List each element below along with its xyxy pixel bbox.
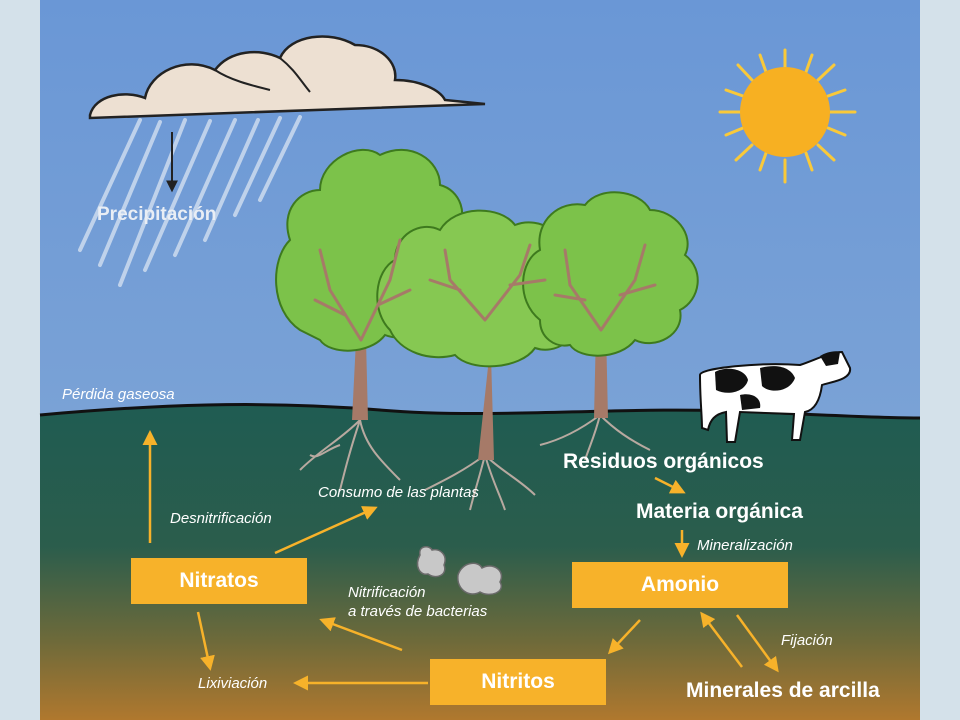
tree-canopies	[275, 148, 699, 368]
box-ammonium: Amonio	[572, 562, 788, 608]
label-nitrification-line2: a través de bacterias	[348, 603, 488, 620]
label-organic-matter: Materia orgánica	[636, 500, 803, 523]
arrow-ammonium-nitrites	[607, 619, 641, 655]
label-clay-minerals: Minerales de arcilla	[686, 679, 880, 702]
cloud-icon	[88, 35, 486, 120]
label-leaching: Lixiviación	[198, 675, 268, 692]
label-precipitation: Precipitación	[97, 204, 217, 225]
label-nitrification-line1: Nitrificación	[348, 584, 426, 601]
rain-streaks	[78, 115, 302, 287]
soil-particles	[416, 545, 503, 596]
label-nitrification: Nitrificación a través de bacterias	[348, 583, 487, 621]
sun-icon	[718, 48, 857, 184]
label-denitrification: Desnitrificación	[170, 510, 272, 527]
label-organic-residues: Residuos orgánicos	[563, 450, 764, 473]
cycle-arrows	[142, 430, 779, 691]
arrow-leaching-nitrates	[196, 611, 215, 671]
label-gas-loss: Pérdida gaseosa	[62, 386, 175, 403]
soil	[40, 404, 920, 720]
box-nitrites: Nitritos	[430, 659, 606, 705]
arrow-plant-uptake	[274, 506, 378, 555]
arrow-residues	[654, 476, 686, 494]
arrow-nitrification	[319, 617, 403, 652]
cow-icon	[698, 350, 852, 443]
box-nitrates: Nitratos	[131, 558, 307, 604]
label-mineralization: Mineralización	[697, 537, 793, 554]
ground-line	[39, 403, 921, 420]
arrow-fixation-up	[700, 611, 743, 668]
label-plant-uptake: Consumo de las plantas	[318, 484, 479, 501]
arrow-fixation-down	[735, 614, 779, 673]
tree-branches	[313, 238, 657, 342]
label-fixation: Fijación	[781, 632, 833, 649]
